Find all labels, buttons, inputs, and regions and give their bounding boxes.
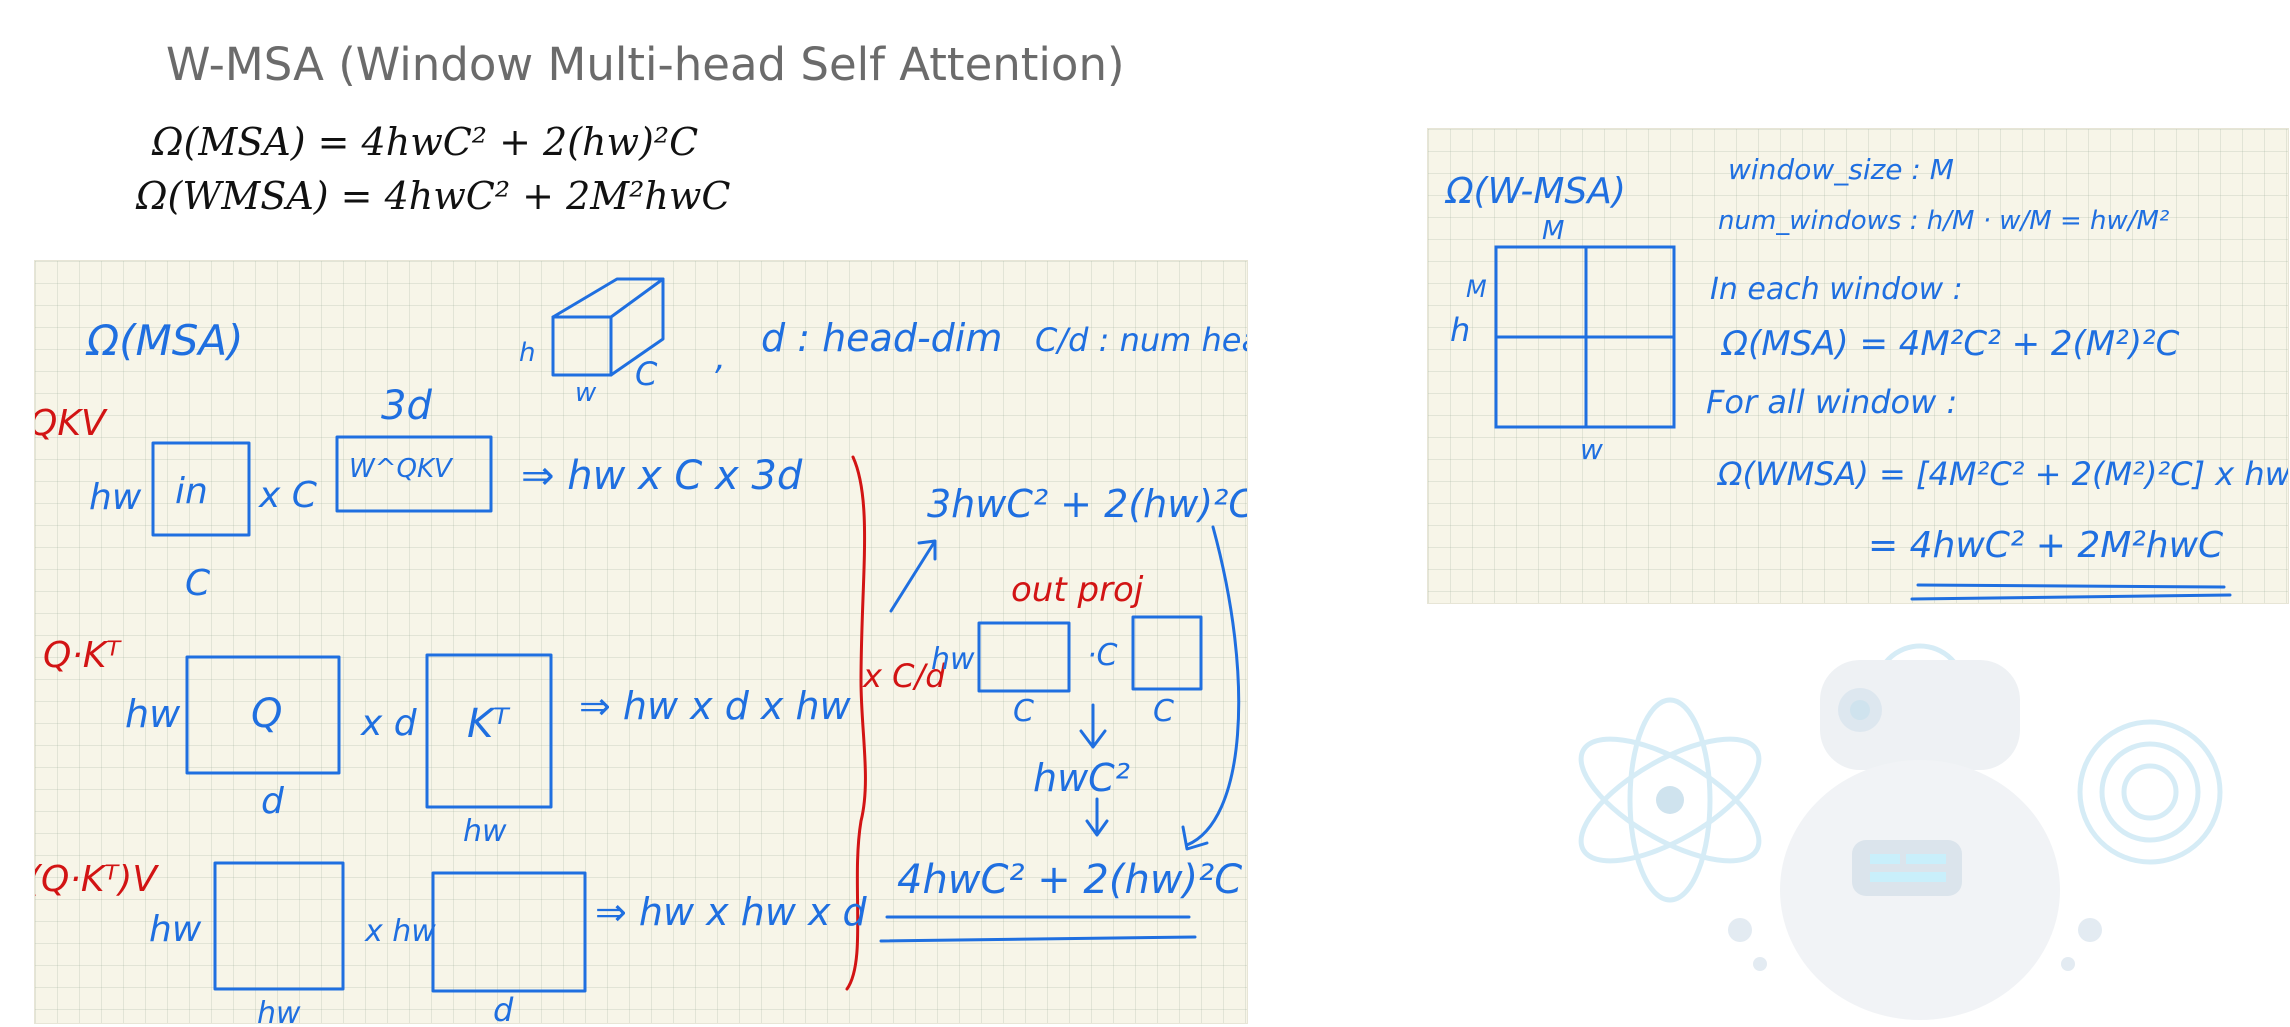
row3-d-bottom: d xyxy=(493,991,514,1023)
row1-times-c: x C xyxy=(258,475,318,516)
row1-3d: 3d xyxy=(381,383,432,429)
row2-result: ⇒ hw x d x hw xyxy=(579,684,852,728)
row2-d-bottom: d xyxy=(261,781,285,822)
q-matrix xyxy=(185,655,341,775)
formula-wmsa: Ω(WMSA) = 4hwC² + 2M²hwC xyxy=(136,174,731,218)
row1-wqkv: W^QKV xyxy=(349,454,454,484)
cube-h-label: h xyxy=(519,338,535,368)
robot-panel xyxy=(1852,840,1962,896)
big-brace xyxy=(845,455,867,991)
right-notes-panel: Ω(W-MSA) window_size : M num_windows : h… xyxy=(1427,128,2290,604)
row2-label: Q·Kᵀ xyxy=(43,635,122,676)
row2-times-d: x d xyxy=(360,703,418,744)
grid-m-left: M xyxy=(1466,275,1487,303)
final-underline-2 xyxy=(1910,593,2232,601)
target-icon xyxy=(2077,719,2223,865)
in-each-window: In each window : xyxy=(1710,272,1963,307)
op-right-matrix xyxy=(1131,615,1203,691)
qk-matrix xyxy=(213,861,345,991)
row1-result: ⇒ hw x C x 3d xyxy=(521,453,803,499)
row3-hw-bottom: hw xyxy=(257,996,301,1023)
row1-hw: hw xyxy=(89,477,142,518)
grid-w: w xyxy=(1580,433,1603,466)
arrow-curve xyxy=(1181,525,1241,851)
each-window-formula: Ω(MSA) = 4M²C² + 2(M²)²C xyxy=(1720,324,2180,364)
final-underline xyxy=(1916,583,2226,589)
row3-hw: hw xyxy=(149,909,202,950)
out-proj-label: out proj xyxy=(1011,570,1144,610)
d-head-dim: d : head-dim xyxy=(761,316,1002,360)
window-size-label: window_size : M xyxy=(1728,153,1954,186)
in-matrix xyxy=(151,441,251,537)
row3-times-hw: x hw xyxy=(364,914,436,949)
row2-hw: hw xyxy=(125,692,181,736)
op-c-right: C xyxy=(1153,694,1174,729)
row2-hw-bottom: hw xyxy=(463,814,507,849)
cube-top xyxy=(551,277,665,319)
v-matrix xyxy=(431,871,587,993)
all-window-formula: Ω(WMSA) = [4M²C² + 2(M²)²C] x hw/M² xyxy=(1716,455,2288,493)
cube-w-label: w xyxy=(575,378,597,408)
robot-illustration xyxy=(1578,643,2223,1020)
sum-top: 3hwC² + 2(hw)²C xyxy=(927,482,1247,526)
row3-label: (Q·Kᵀ)V xyxy=(35,859,159,900)
op-result: hwC² xyxy=(1033,756,1130,800)
comma: , xyxy=(715,338,726,378)
total-cost: 4hwC² + 2(hw)²C xyxy=(897,857,1242,903)
op-c-mid: ·C xyxy=(1087,638,1118,673)
op-c-left: C xyxy=(1013,694,1034,729)
cube-c-label: C xyxy=(635,355,658,393)
atom-orbit-2 xyxy=(1578,736,1762,864)
grid-m-top: M xyxy=(1542,216,1564,246)
row3-result: ⇒ hw x hw x d xyxy=(595,890,868,934)
row1-in: in xyxy=(175,471,208,512)
row2-kt: Kᵀ xyxy=(467,701,511,747)
op-left-matrix xyxy=(977,621,1071,693)
atom-orbit-3 xyxy=(1627,697,1713,903)
formula-msa: Ω(MSA) = 4hwC² + 2(hw)²C xyxy=(152,120,699,164)
row1-label: QKV xyxy=(35,403,108,444)
arrow-up xyxy=(889,539,937,613)
arrow-down xyxy=(1079,703,1107,749)
atom-orbit-1 xyxy=(1578,736,1762,864)
arrow-down-2 xyxy=(1085,797,1109,837)
wqkv-matrix xyxy=(335,435,493,513)
left-notes-drawing: Ω(MSA) h w C , d : head-dim C/d : num he… xyxy=(27,277,1298,1027)
page-title: W-MSA (Window Multi-head Self Attention) xyxy=(166,38,1125,91)
omega-msa-label: Ω(MSA) xyxy=(85,316,244,365)
row1-c-bottom: C xyxy=(185,563,211,604)
left-notes-panel: Ω(MSA) h w C , d : head-dim C/d : num he… xyxy=(27,260,1298,1027)
kt-matrix xyxy=(425,653,553,809)
times-c-over-d: x C/d xyxy=(862,657,946,695)
robot-head xyxy=(1820,660,2020,770)
num-windows-label: num_windows : h/M · w/M = hw/M² xyxy=(1718,206,2169,236)
grid-h: h xyxy=(1450,311,1470,349)
omega-wmsa-label: Ω(W-MSA) xyxy=(1444,171,1626,212)
right-notes-drawing: Ω(W-MSA) window_size : M num_windows : h… xyxy=(1444,153,2290,601)
total-underline-2 xyxy=(879,935,1197,943)
final-formula: = 4hwC² + 2M²hwC xyxy=(1868,525,2224,566)
cube-front xyxy=(551,315,613,377)
for-all-window: For all window : xyxy=(1706,383,1957,421)
row2-q: Q xyxy=(251,691,282,737)
op-hw: hw xyxy=(931,642,975,677)
c-over-d-num-heads: C/d : num heads xyxy=(1035,321,1247,359)
cube-side xyxy=(609,277,665,377)
